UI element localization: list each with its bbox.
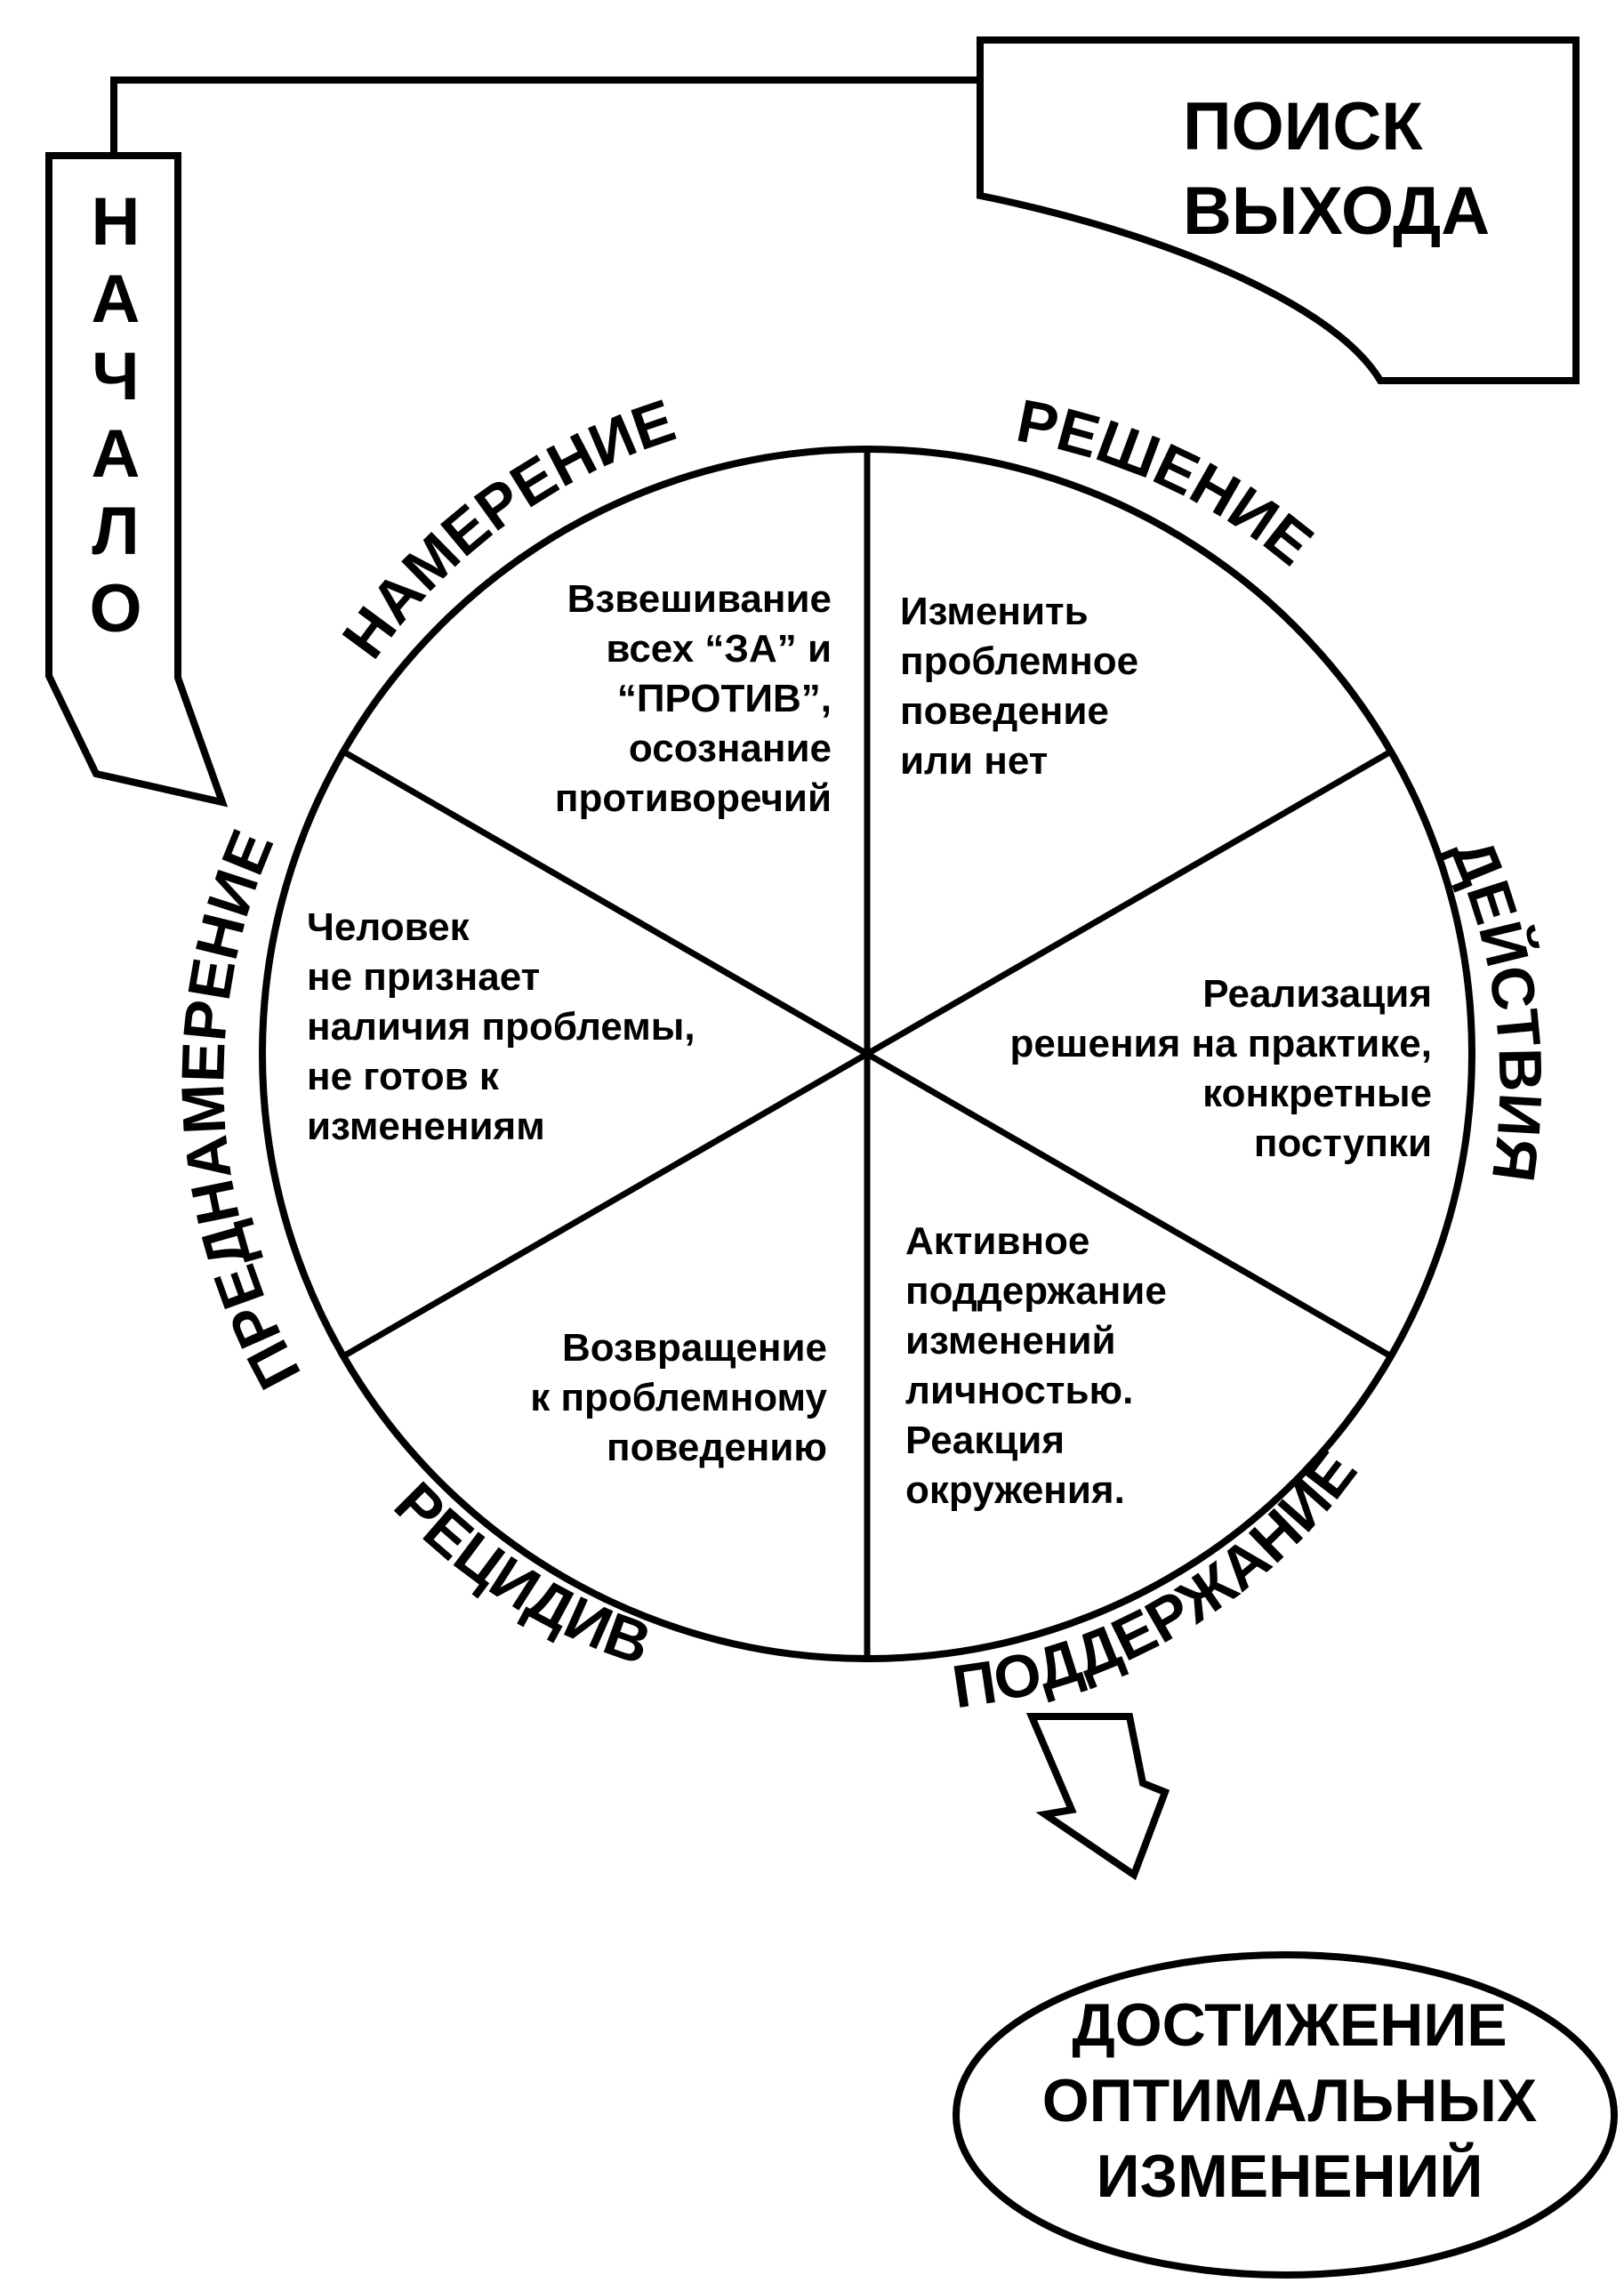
svg-text:изменениям: изменениям <box>307 1105 545 1148</box>
svg-text:поведение: поведение <box>900 689 1109 733</box>
svg-text:решения на практике,: решения на практике, <box>1009 1022 1432 1065</box>
start-letter: Ч <box>92 339 139 414</box>
svg-text:Изменить: Изменить <box>900 590 1089 633</box>
svg-text:поддержание: поддержание <box>905 1269 1167 1313</box>
svg-text:всех “ЗА” и: всех “ЗА” и <box>606 627 832 671</box>
svg-text:не признает: не признает <box>307 955 540 999</box>
svg-text:поступки: поступки <box>1254 1121 1432 1165</box>
start-to-exit-connector <box>110 76 980 156</box>
outcome-title-line-3: ИЗМЕНЕНИЙ <box>1097 2142 1483 2210</box>
svg-text:Реакция: Реакция <box>905 1419 1065 1462</box>
svg-text:Возвращение: Возвращение <box>562 1326 827 1370</box>
segment-precontemplation-text: Человек не признает наличия проблемы, не… <box>307 905 695 1148</box>
svg-text:личностью.: личностью. <box>905 1369 1133 1412</box>
start-arrow-shape <box>45 152 229 808</box>
svg-text:наличия проблемы,: наличия проблемы, <box>307 1005 695 1049</box>
start-letter: А <box>92 261 141 337</box>
start-label: Н А Ч А Л О <box>89 184 141 647</box>
segment-contemplation-text: Взвешивание всех “ЗА” и “ПРОТИВ”, осозна… <box>555 577 832 820</box>
exit-search-title-line-2: ВЫХОДА <box>1183 173 1490 249</box>
svg-text:конкретные: конкретные <box>1202 1072 1432 1115</box>
svg-text:Активное: Активное <box>905 1219 1089 1263</box>
svg-text:к проблемному: к проблемному <box>530 1376 827 1419</box>
svg-text:изменений: изменений <box>905 1319 1116 1363</box>
svg-text:Человек: Человек <box>307 905 470 949</box>
segment-decision-text: Изменить проблемное поведение или нет <box>900 590 1138 783</box>
outcome-ellipse <box>953 1951 1618 2279</box>
segment-action-text: Реализация решения на практике, конкретн… <box>1009 972 1432 1165</box>
outcome-title-line-1: ДОСТИЖЕНИЕ <box>1072 1991 1507 2059</box>
start-letter: Н <box>92 184 141 260</box>
svg-text:противоречий: противоречий <box>555 776 832 820</box>
exit-search-title-line-1: ПОИСК <box>1183 89 1423 165</box>
segment-relapse-text: Возвращение к проблемному поведению <box>530 1326 827 1469</box>
svg-text:Взвешивание: Взвешивание <box>567 577 832 621</box>
exit-search-box <box>977 36 1580 384</box>
svg-text:или нет: или нет <box>900 739 1048 783</box>
start-letter: Л <box>92 494 139 569</box>
outcome-arrow-shape <box>1025 1713 1170 1881</box>
start-letter: А <box>92 416 141 492</box>
svg-text:Реализация: Реализация <box>1202 972 1432 1016</box>
outcome-title-line-2: ОПТИМАЛЬНЫХ <box>1042 2067 1537 2134</box>
segment-maintenance-text: Активное поддержание изменений личностью… <box>905 1219 1167 1512</box>
svg-text:не готов к: не готов к <box>307 1055 500 1098</box>
svg-text:окружения.: окружения. <box>905 1468 1125 1512</box>
start-letter: О <box>89 571 141 647</box>
svg-text:осознание: осознание <box>629 727 832 770</box>
wheel-divider-diagonal <box>342 748 1393 1360</box>
svg-text:поведению: поведению <box>607 1426 827 1469</box>
svg-text:“ПРОТИВ”,: “ПРОТИВ”, <box>617 677 832 720</box>
svg-text:проблемное: проблемное <box>900 639 1138 683</box>
